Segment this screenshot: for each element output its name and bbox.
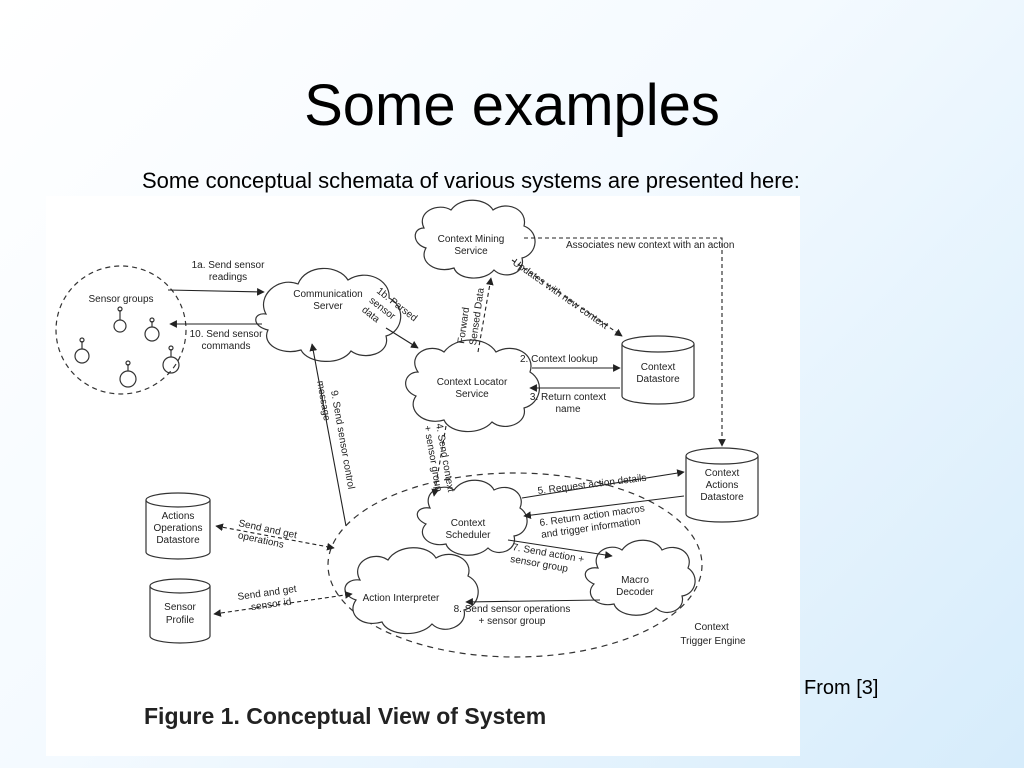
sensor-groups-node: Sensor groups bbox=[55, 265, 187, 395]
source-reference: From [3] bbox=[804, 677, 879, 699]
label-send-get-operations: Send and getoperations bbox=[235, 518, 298, 553]
edge-send-get-sensor-id bbox=[213, 591, 353, 617]
edge-send-get-operations bbox=[215, 523, 335, 551]
edge-associates bbox=[524, 237, 726, 447]
edge-5 bbox=[521, 469, 685, 499]
sensor-icons bbox=[74, 306, 180, 388]
edge-7 bbox=[507, 539, 613, 559]
label-forward: ForwardSensed Data bbox=[456, 285, 487, 346]
label-associates: Associates new context with an action bbox=[566, 240, 734, 251]
edge-forward bbox=[477, 277, 494, 353]
edge-4 bbox=[431, 425, 447, 497]
label-send-get-sensor-id: Send and getsensor id bbox=[237, 584, 299, 615]
figure-panel: Sensor groups Context Trigger Engine Com… bbox=[46, 196, 800, 756]
slide-subtitle: Some conceptual schemata of various syst… bbox=[142, 168, 800, 193]
label-8: 8. Send sensor operations+ sensor group bbox=[454, 604, 571, 627]
edge-8 bbox=[465, 598, 601, 606]
conceptual-diagram: Sensor groups Context Trigger Engine Com… bbox=[55, 199, 759, 729]
svg-text:Action Interpreter: Action Interpreter bbox=[363, 593, 440, 604]
trigger-engine-label: Context Trigger Engine bbox=[680, 622, 746, 647]
edge-9 bbox=[309, 343, 347, 527]
edge-1b bbox=[385, 327, 419, 349]
label-updates: Updates with new context bbox=[510, 257, 610, 331]
figure-caption: Figure 1. Conceptual View of System bbox=[144, 703, 546, 729]
trigger-engine-boundary bbox=[327, 472, 703, 658]
label-2: 2. Context lookup bbox=[520, 354, 598, 365]
edge-updates bbox=[511, 259, 623, 337]
label-7: 7. Send action +sensor group bbox=[509, 542, 585, 577]
action-interpreter-node: Action Interpreter bbox=[344, 547, 479, 635]
label-6: 6. Return action macrosand trigger infor… bbox=[539, 503, 647, 541]
label-5: 5. Request action details bbox=[537, 473, 647, 497]
label-9: 9. Send sensor controlmessage bbox=[314, 378, 356, 492]
edge-6 bbox=[523, 495, 685, 519]
diagram-edges bbox=[167, 237, 726, 617]
slide-title: Some examples bbox=[304, 73, 720, 138]
edge-1a bbox=[167, 288, 265, 296]
sensor-groups-label: Sensor groups bbox=[88, 294, 153, 305]
